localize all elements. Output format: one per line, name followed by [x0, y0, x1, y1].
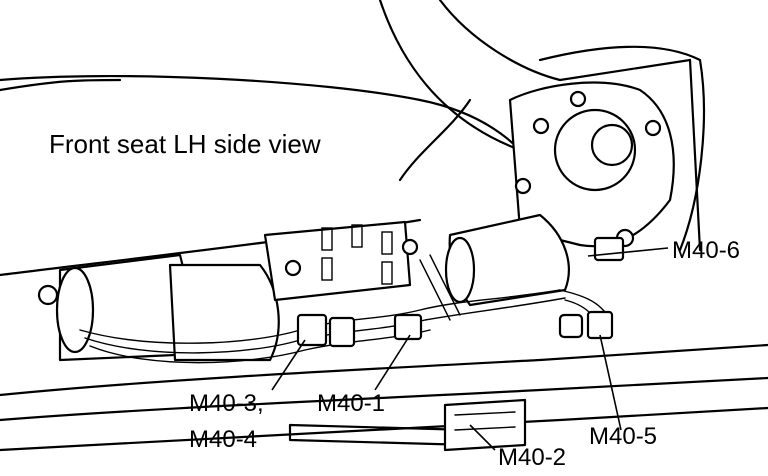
- connector-m40-6: [593, 236, 625, 262]
- callout-m40-2: M40-2: [498, 444, 567, 471]
- leader-lines: [271, 247, 669, 451]
- callout-m40-3: M40-3,: [189, 390, 264, 417]
- diagram-title: Front seat LH side view: [49, 129, 321, 159]
- center-relay: [263, 220, 419, 302]
- callout-m40-4: M40-4: [189, 426, 258, 453]
- recliner-mechanism: [508, 81, 675, 248]
- callout-m40-1: M40-1: [317, 390, 386, 417]
- connector-m40-3: [296, 313, 356, 348]
- callout-m40-5: M40-5: [589, 423, 658, 450]
- seat-rail: [0, 343, 768, 452]
- callout-m40-6: M40-6: [672, 237, 741, 264]
- seat-back: [378, 0, 706, 252]
- seat-cushion: [0, 74, 522, 277]
- connector-m40-1: [393, 313, 423, 341]
- connector-m40-5: [558, 310, 614, 340]
- right-motor: [444, 213, 570, 307]
- left-motor: [37, 253, 280, 362]
